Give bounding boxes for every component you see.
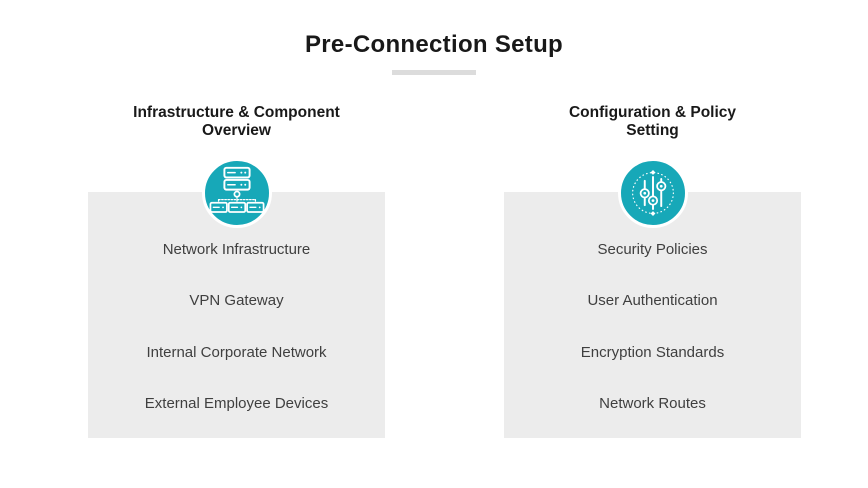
- title-underline: [392, 70, 476, 75]
- page-title: Pre-Connection Setup: [304, 31, 563, 58]
- network-hierarchy-icon: [201, 158, 272, 228]
- item-panel-configuration: Security Policies User Authentication En…: [504, 192, 801, 438]
- sliders-icon-glyph: [631, 170, 674, 216]
- list-item: VPN Gateway: [189, 292, 284, 309]
- column-header-infrastructure: Infrastructure & Component Overview: [133, 104, 340, 139]
- sliders-icon: [617, 158, 688, 228]
- list-item: Network Infrastructure: [162, 241, 311, 258]
- list-item: Security Policies: [597, 241, 708, 258]
- list-item: External Employee Devices: [144, 395, 329, 412]
- list-item: Encryption Standards: [580, 344, 725, 361]
- list-item: User Authentication: [587, 292, 718, 309]
- column-infrastructure: Infrastructure & Component Overview: [88, 100, 385, 446]
- list-item: Network Routes: [599, 395, 706, 412]
- item-panel-infrastructure: Network Infrastructure VPN Gateway Inter…: [88, 192, 385, 438]
- column-configuration: Configuration & Policy Setting: [504, 100, 801, 446]
- column-header-configuration: Configuration & Policy Setting: [568, 104, 737, 139]
- network-hierarchy-icon-glyph: [209, 166, 264, 213]
- list-item: Internal Corporate Network: [146, 344, 327, 361]
